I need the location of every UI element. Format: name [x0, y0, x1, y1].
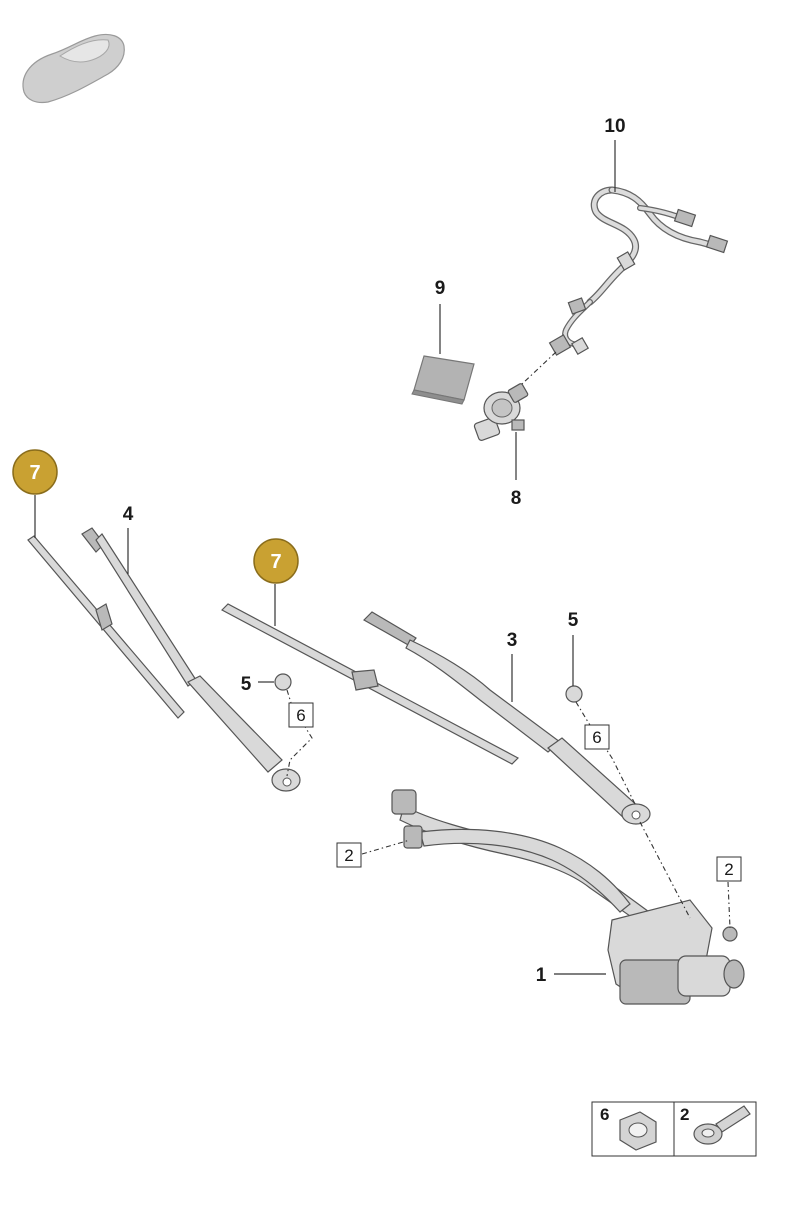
- callout-5-left: 5: [241, 674, 252, 695]
- badge-7-right-label: 7: [270, 551, 281, 573]
- assembly-line-center: [639, 821, 691, 919]
- badge-7-left: 7: [12, 449, 58, 495]
- badge-7-right: 7: [253, 538, 299, 584]
- nut-cover-cap-right: [565, 685, 583, 703]
- wiper-blade-right: [221, 603, 519, 765]
- callout-1: 1: [536, 965, 547, 986]
- legend-bolt-label: 2: [680, 1105, 689, 1124]
- callout-4: 4: [123, 504, 134, 525]
- legend-nut-label: 6: [600, 1105, 609, 1124]
- hex-nut-icon: [619, 1111, 657, 1151]
- boxed-ref-6-right: 6: [584, 724, 610, 750]
- wiper-blade-left: [27, 535, 185, 719]
- callout-5-right: 5: [568, 610, 579, 631]
- boxed-ref-2-right: 2: [716, 856, 742, 882]
- assembly-line-left: [286, 689, 313, 777]
- boxed-ref-6-right-label: 6: [592, 728, 601, 747]
- callout-10: 10: [604, 116, 625, 137]
- wiper-arm-left: [81, 527, 301, 792]
- wiper-linkage-motor: [391, 789, 745, 1005]
- harness-connection-line: [521, 351, 557, 385]
- badge-7-left-label: 7: [29, 462, 40, 484]
- callout-8: 8: [511, 488, 522, 509]
- boxed-ref-6-left: 6: [288, 702, 314, 728]
- boxed-ref-6-left-label: 6: [296, 706, 305, 725]
- adhesive-pad: [411, 355, 475, 405]
- callout-9: 9: [435, 278, 446, 299]
- assembly-line-bolt-right: [727, 881, 731, 929]
- wiring-harness: [548, 186, 729, 356]
- nut-cover-cap-left: [274, 673, 292, 691]
- callout-3: 3: [507, 630, 518, 651]
- boxed-ref-2-left: 2: [336, 842, 362, 868]
- rain-light-sensor: [473, 383, 529, 441]
- boxed-ref-2-left-label: 2: [344, 846, 353, 865]
- boxed-ref-2-right-label: 2: [724, 860, 733, 879]
- assembly-line-bolt-left: [361, 839, 411, 855]
- wiper-arm-right: [363, 611, 651, 825]
- fastener-legend: 6 2: [591, 1101, 757, 1157]
- car-silhouette-icon: [22, 33, 125, 104]
- flange-bolt-icon: [693, 1105, 751, 1145]
